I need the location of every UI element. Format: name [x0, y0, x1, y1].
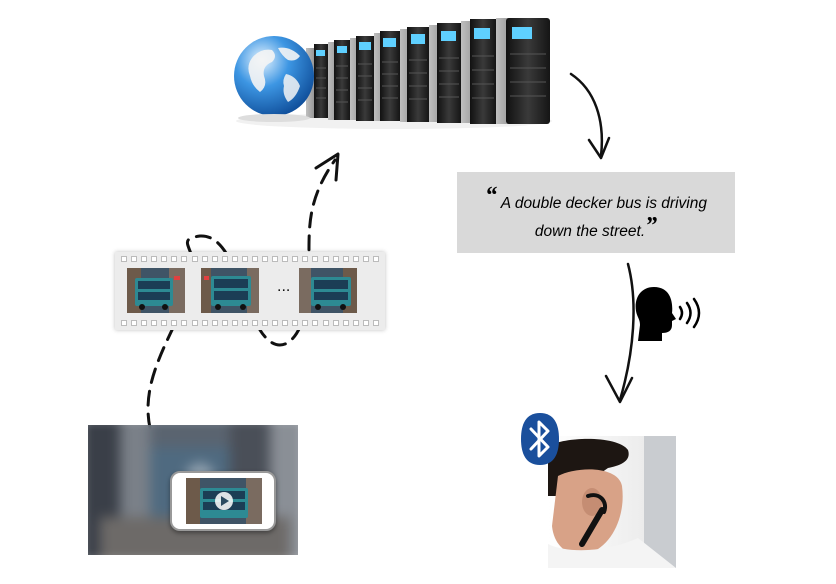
sprocket-row-bottom [121, 320, 379, 326]
video-frame-2 [201, 268, 259, 313]
close-quote: ” [645, 213, 658, 239]
open-quote: “ [485, 183, 498, 209]
video-frame-3 [299, 268, 357, 313]
arrow-caption-to-headset [604, 262, 635, 404]
play-icon [215, 492, 233, 510]
headset-user-photo [548, 436, 676, 568]
caption-box: “ A double decker bus is driving down th… [457, 172, 735, 253]
server-cluster [234, 18, 552, 130]
sprocket-row-top [121, 256, 379, 262]
smartphone [170, 471, 276, 531]
frame-ellipsis: ... [277, 278, 291, 295]
speaking-head-icon [635, 287, 701, 341]
caption-line-2: down the street. [534, 223, 646, 240]
headset-icon [579, 493, 607, 547]
film-strip: ... [115, 252, 385, 330]
caption-line-1: A double decker bus is driving [500, 195, 707, 212]
video-frame-1 [127, 268, 185, 313]
bluetooth-icon [521, 413, 559, 465]
arrow-server-to-caption [569, 72, 611, 160]
globe-icon [234, 36, 314, 122]
caption-text: “ A double decker bus is driving down th… [457, 183, 735, 245]
phone-screen [186, 478, 262, 524]
